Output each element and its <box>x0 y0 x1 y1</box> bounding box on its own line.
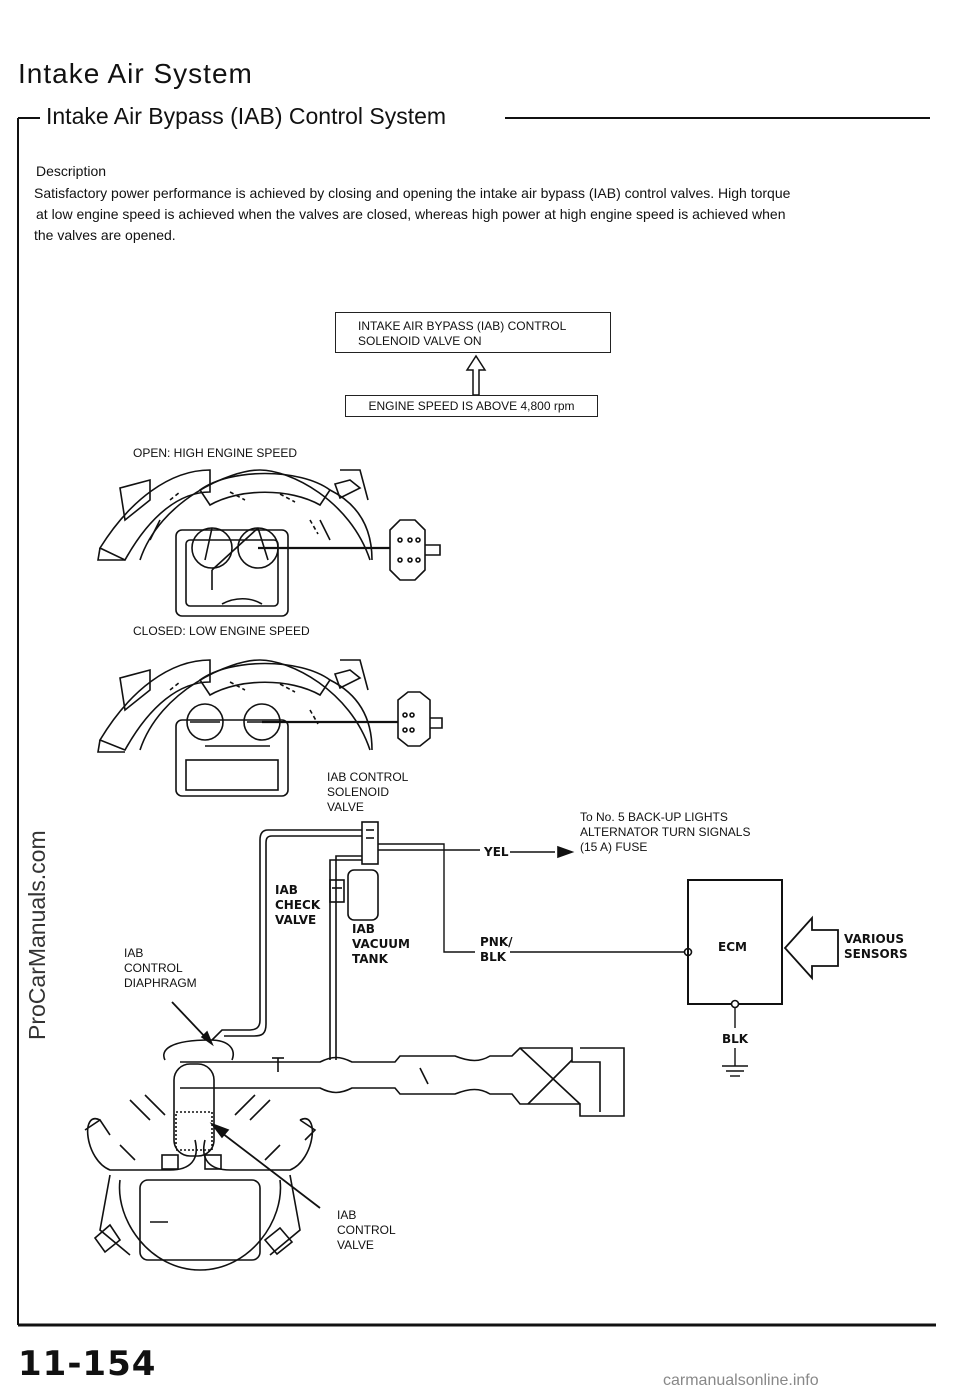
ecm-label: ECM <box>718 940 747 954</box>
description-body: Satisfactory power performance is achiev… <box>34 183 914 246</box>
label-line: To No. 5 BACK-UP LIGHTS <box>580 810 728 824</box>
description-heading: Description <box>36 163 107 179</box>
solenoid-label: IAB CONTROL SOLENOID VALVE <box>327 770 408 815</box>
open-valve-diagram <box>97 469 441 617</box>
closed-caption: CLOSED: LOW ENGINE SPEED <box>133 624 310 638</box>
diaphragm-label: IAB CONTROL DIAPHRAGM <box>124 946 197 991</box>
vacuum-tank-label: IAB VACUUM TANK <box>352 922 410 967</box>
label-line: BLK <box>480 950 507 964</box>
solenoid-on-line2: SOLENOID VALVE ON <box>358 334 482 348</box>
sensors-label: VARIOUS SENSORS <box>844 932 908 962</box>
label-line: VARIOUS <box>844 932 905 946</box>
check-valve-label: IAB CHECK VALVE <box>275 883 320 928</box>
label-line: CHECK <box>275 898 321 912</box>
bottom-watermark: carmanualsonline.info <box>663 1372 819 1389</box>
label-line: IAB <box>352 922 375 936</box>
label-line: SENSORS <box>844 947 908 961</box>
open-caption: OPEN: HIGH ENGINE SPEED <box>133 446 298 460</box>
system-schematic <box>84 821 839 1271</box>
label-line: IAB <box>337 1208 357 1222</box>
label-line: VACUUM <box>352 937 410 951</box>
solenoid-on-line1: INTAKE AIR BYPASS (IAB) CONTROL <box>358 319 567 333</box>
page-number: 11-154 <box>18 1344 157 1384</box>
side-watermark: ProCarManuals.com <box>24 830 50 1040</box>
label-line: PNK/ <box>480 935 513 949</box>
label-line: VALVE <box>327 800 364 814</box>
engine-speed-box: ENGINE SPEED IS ABOVE 4,800 rpm <box>345 395 598 417</box>
label-line: CONTROL <box>337 1223 396 1237</box>
fuse-label: To No. 5 BACK-UP LIGHTS ALTERNATOR TURN … <box>580 810 750 855</box>
label-line: DIAPHRAGM <box>124 976 197 990</box>
solenoid-on-box: INTAKE AIR BYPASS (IAB) CONTROL SOLENOID… <box>335 312 611 353</box>
flow-arrow <box>465 354 487 396</box>
control-valve-label: IAB CONTROL VALVE <box>337 1208 396 1253</box>
wire-pnk-blk-label: PNK/ BLK <box>480 935 513 965</box>
label-line: VALVE <box>275 913 317 927</box>
label-line: VALVE <box>337 1238 374 1252</box>
description-line: the valves are opened. <box>34 227 176 243</box>
label-line: IAB <box>124 946 144 960</box>
label-line: ALTERNATOR TURN SIGNALS <box>580 825 751 839</box>
label-line: IAB <box>275 883 298 897</box>
description-line: Satisfactory power performance is achiev… <box>34 185 791 201</box>
page-title: Intake Air System <box>18 58 253 89</box>
label-line: (15 A) FUSE <box>580 840 648 854</box>
label-line: TANK <box>352 952 388 966</box>
label-line: CONTROL <box>124 961 183 975</box>
label-line: SOLENOID <box>327 785 390 799</box>
wire-yel-label: YEL <box>484 845 509 859</box>
label-line: IAB CONTROL <box>327 770 409 784</box>
description-line: at low engine speed is achieved when the… <box>36 206 786 222</box>
closed-valve-diagram <box>97 659 443 797</box>
ground-wire-label: BLK <box>722 1032 749 1046</box>
section-subtitle: Intake Air Bypass (IAB) Control System <box>46 103 447 129</box>
